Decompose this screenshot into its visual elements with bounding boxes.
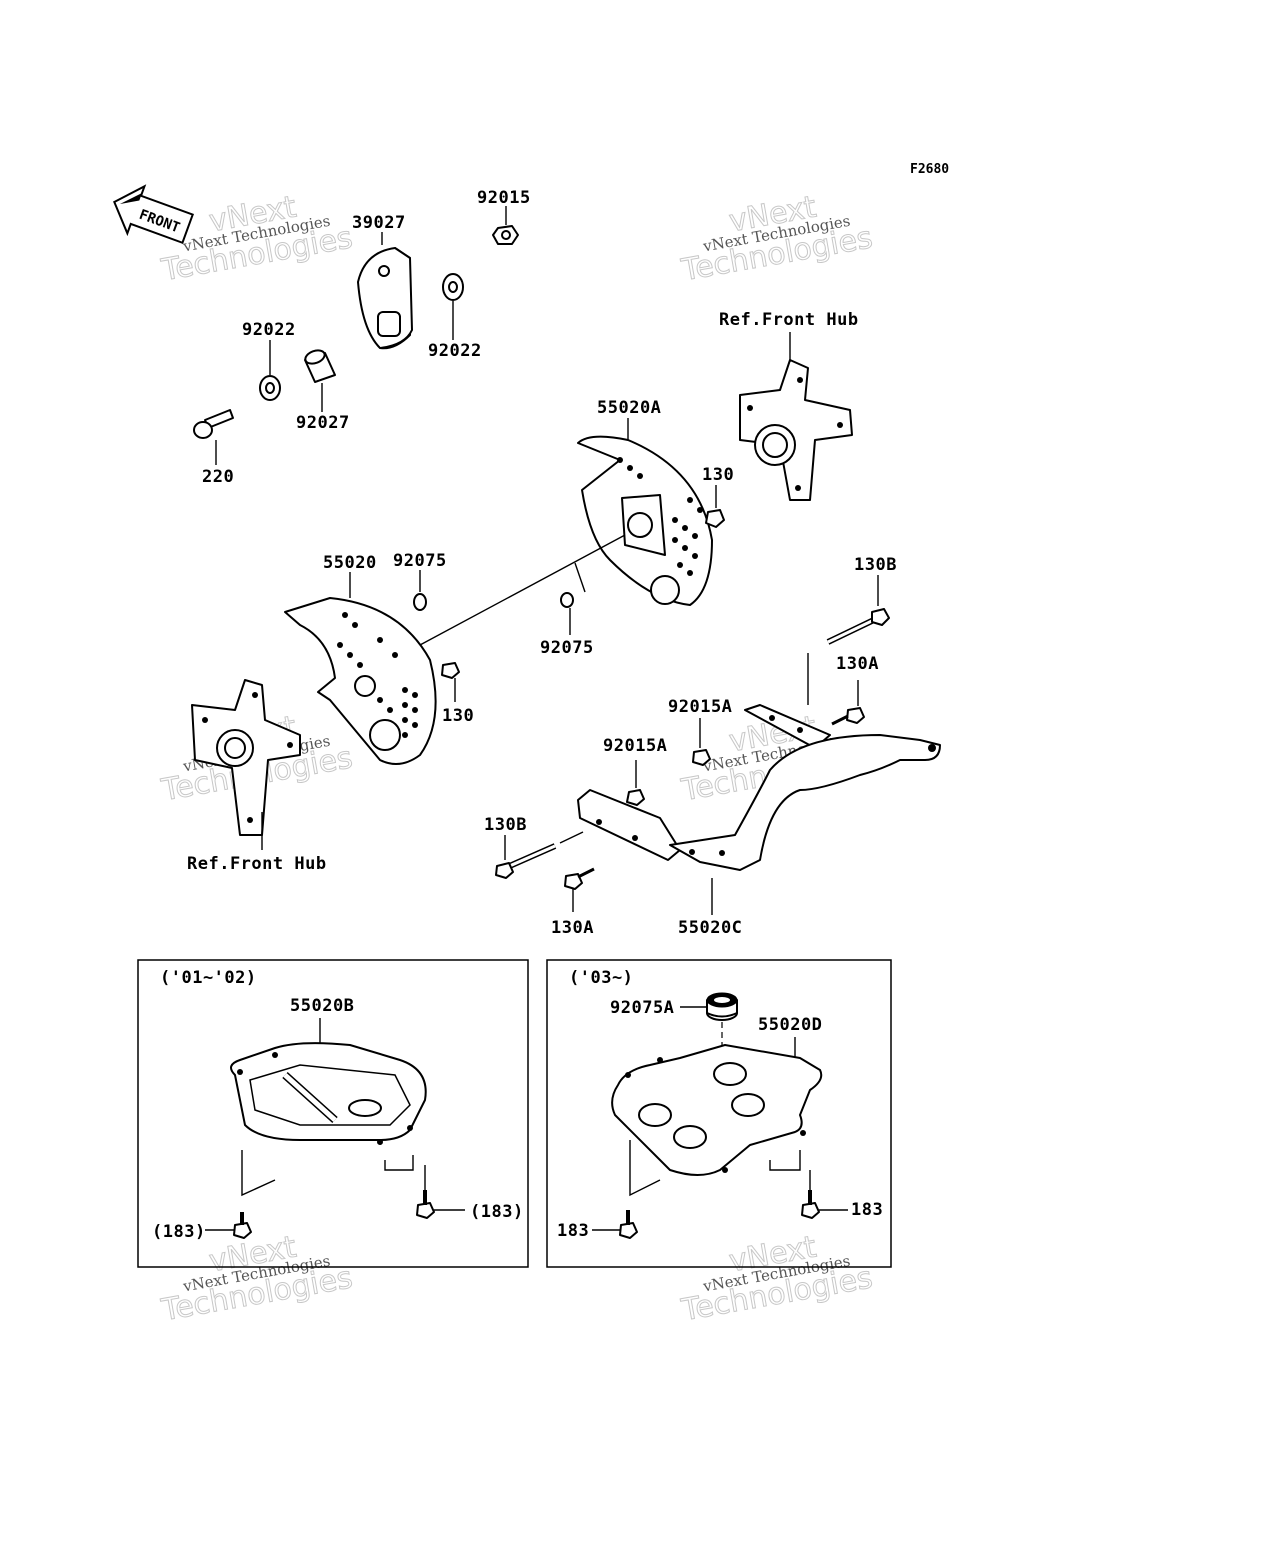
label-92022-right: 92022 bbox=[428, 341, 482, 361]
part-130-left bbox=[441, 662, 460, 702]
label-220: 220 bbox=[202, 467, 234, 487]
label-92075-top: 92075 bbox=[393, 551, 447, 571]
box-03-on bbox=[546, 959, 892, 1268]
front-arrow-icon: FRONT bbox=[113, 184, 194, 245]
part-55020C bbox=[577, 704, 941, 915]
label-183-box-left-a: (183) bbox=[152, 1222, 206, 1242]
vent-holes-left bbox=[337, 612, 418, 738]
label-130B-left: 130B bbox=[484, 815, 527, 835]
label-ref-front-hub-bottom: Ref.Front Hub bbox=[187, 854, 327, 874]
part-183-box-left-b bbox=[416, 1190, 465, 1219]
label-183-box-right-b: 183 bbox=[851, 1200, 883, 1220]
label-55020D: 55020D bbox=[758, 1015, 822, 1035]
watermark-bottom-right: vNext Technologies vNext Technologies bbox=[678, 1229, 876, 1329]
part-55020 bbox=[284, 572, 437, 765]
part-92015A-lower bbox=[626, 760, 645, 806]
label-39027: 39027 bbox=[352, 213, 406, 233]
part-130B-left bbox=[495, 831, 584, 879]
part-92022-right bbox=[442, 273, 464, 340]
label-55020: 55020 bbox=[323, 553, 377, 573]
label-55020C: 55020C bbox=[678, 918, 742, 938]
figure-code: F2680 bbox=[910, 162, 949, 177]
front-hub-left bbox=[191, 679, 301, 850]
front-hub-right bbox=[739, 332, 853, 501]
part-130-right bbox=[705, 485, 725, 528]
part-55020A bbox=[577, 418, 713, 606]
label-183-box-left-b: (183) bbox=[470, 1202, 524, 1222]
part-92027 bbox=[304, 349, 336, 412]
watermark-top-right: vNext Technologies vNext Technologies bbox=[678, 189, 876, 289]
label-92075-bottom: 92075 bbox=[540, 638, 594, 658]
label-92015: 92015 bbox=[477, 188, 531, 208]
part-92075-bottom bbox=[560, 562, 586, 635]
box-01-02 bbox=[137, 959, 529, 1268]
axle-line bbox=[419, 534, 626, 646]
label-130-right: 130 bbox=[702, 465, 734, 485]
part-130B-right bbox=[807, 575, 890, 705]
label-92022-left: 92022 bbox=[242, 320, 296, 340]
label-55020B: 55020B bbox=[290, 996, 354, 1016]
label-92015A-upper: 92015A bbox=[668, 697, 732, 717]
part-92075-top bbox=[413, 570, 427, 611]
part-183-box-left-a bbox=[205, 1212, 252, 1239]
label-92027: 92027 bbox=[296, 413, 350, 433]
part-55020D bbox=[611, 1044, 823, 1197]
label-130B-right: 130B bbox=[854, 555, 897, 575]
label-130-left: 130 bbox=[442, 706, 474, 726]
part-39027 bbox=[357, 232, 413, 350]
part-92015A-upper bbox=[692, 718, 711, 766]
part-92015 bbox=[492, 206, 519, 245]
label-92015A-lower: 92015A bbox=[603, 736, 667, 756]
vent-holes bbox=[617, 457, 703, 576]
part-183-box-right-b bbox=[801, 1190, 848, 1219]
part-92022-left bbox=[259, 340, 281, 401]
part-55020B bbox=[230, 1042, 427, 1197]
label-183-box-right-a: 183 bbox=[557, 1221, 589, 1241]
part-92075A bbox=[680, 992, 738, 1125]
part-183-box-right-a bbox=[592, 1210, 638, 1239]
part-130A-left bbox=[564, 867, 595, 912]
label-55020A: 55020A bbox=[597, 398, 661, 418]
box-left-years: ('01~'02) bbox=[160, 968, 257, 988]
label-130A-left: 130A bbox=[551, 918, 594, 938]
label-130A-right: 130A bbox=[836, 654, 879, 674]
label-ref-front-hub-top: Ref.Front Hub bbox=[719, 310, 859, 330]
part-220 bbox=[193, 409, 234, 465]
label-92075A: 92075A bbox=[610, 998, 674, 1018]
part-130A-right bbox=[831, 680, 865, 726]
box-right-years: ('03~) bbox=[569, 968, 633, 988]
